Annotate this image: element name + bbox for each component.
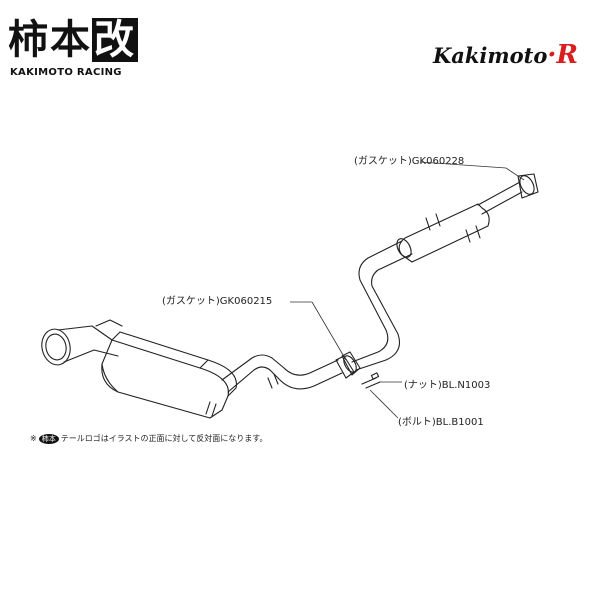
resonator bbox=[396, 203, 490, 263]
tail-pipe bbox=[41, 319, 123, 366]
note-badge: 柿本 bbox=[38, 434, 59, 444]
label-gasket-mid: (ガスケット)GK060215 bbox=[162, 296, 273, 307]
note-text: テールロゴはイラストの正面に対して反対面になります。 bbox=[60, 434, 268, 443]
mid-pipe bbox=[351, 240, 413, 371]
logo-kanji-main: 柿本 bbox=[8, 16, 92, 63]
hanger-brackets bbox=[205, 213, 481, 417]
logo-kanji-kai: 改 bbox=[92, 16, 138, 63]
bolt-nut-hardware bbox=[361, 372, 381, 389]
leader-bolt bbox=[369, 389, 399, 419]
tail-logo-note: ※柿本テールロゴはイラストの正面に対して反対面になります。 bbox=[30, 433, 268, 444]
kakimoto-r-logo: Kakimoto·R bbox=[433, 40, 578, 70]
kakimoto-racing-logo: 柿本改 KAKIMOTO RACING bbox=[8, 18, 148, 88]
logo-subtitle: KAKIMOTO RACING bbox=[10, 67, 122, 78]
logo-kanji: 柿本改 bbox=[8, 18, 138, 62]
leader-gasket-top-end bbox=[505, 167, 525, 181]
leader-gasket-top bbox=[419, 161, 507, 169]
kakimoto-r-text: Kakimoto bbox=[433, 43, 548, 68]
center-flange bbox=[335, 351, 361, 379]
label-bolt: (ボルト)BL.B1001 bbox=[398, 417, 484, 428]
leader-gasket-mid-end bbox=[311, 301, 347, 361]
note-prefix: ※ bbox=[30, 434, 37, 443]
label-gasket-top: (ガスケット)GK060228 bbox=[354, 156, 465, 167]
rear-pipe bbox=[221, 354, 343, 393]
label-nut: (ナット)BL.N1003 bbox=[404, 380, 491, 391]
kakimoto-r-mark: ·R bbox=[547, 40, 578, 70]
front-pipe bbox=[477, 173, 539, 215]
rear-muffler bbox=[101, 331, 237, 419]
